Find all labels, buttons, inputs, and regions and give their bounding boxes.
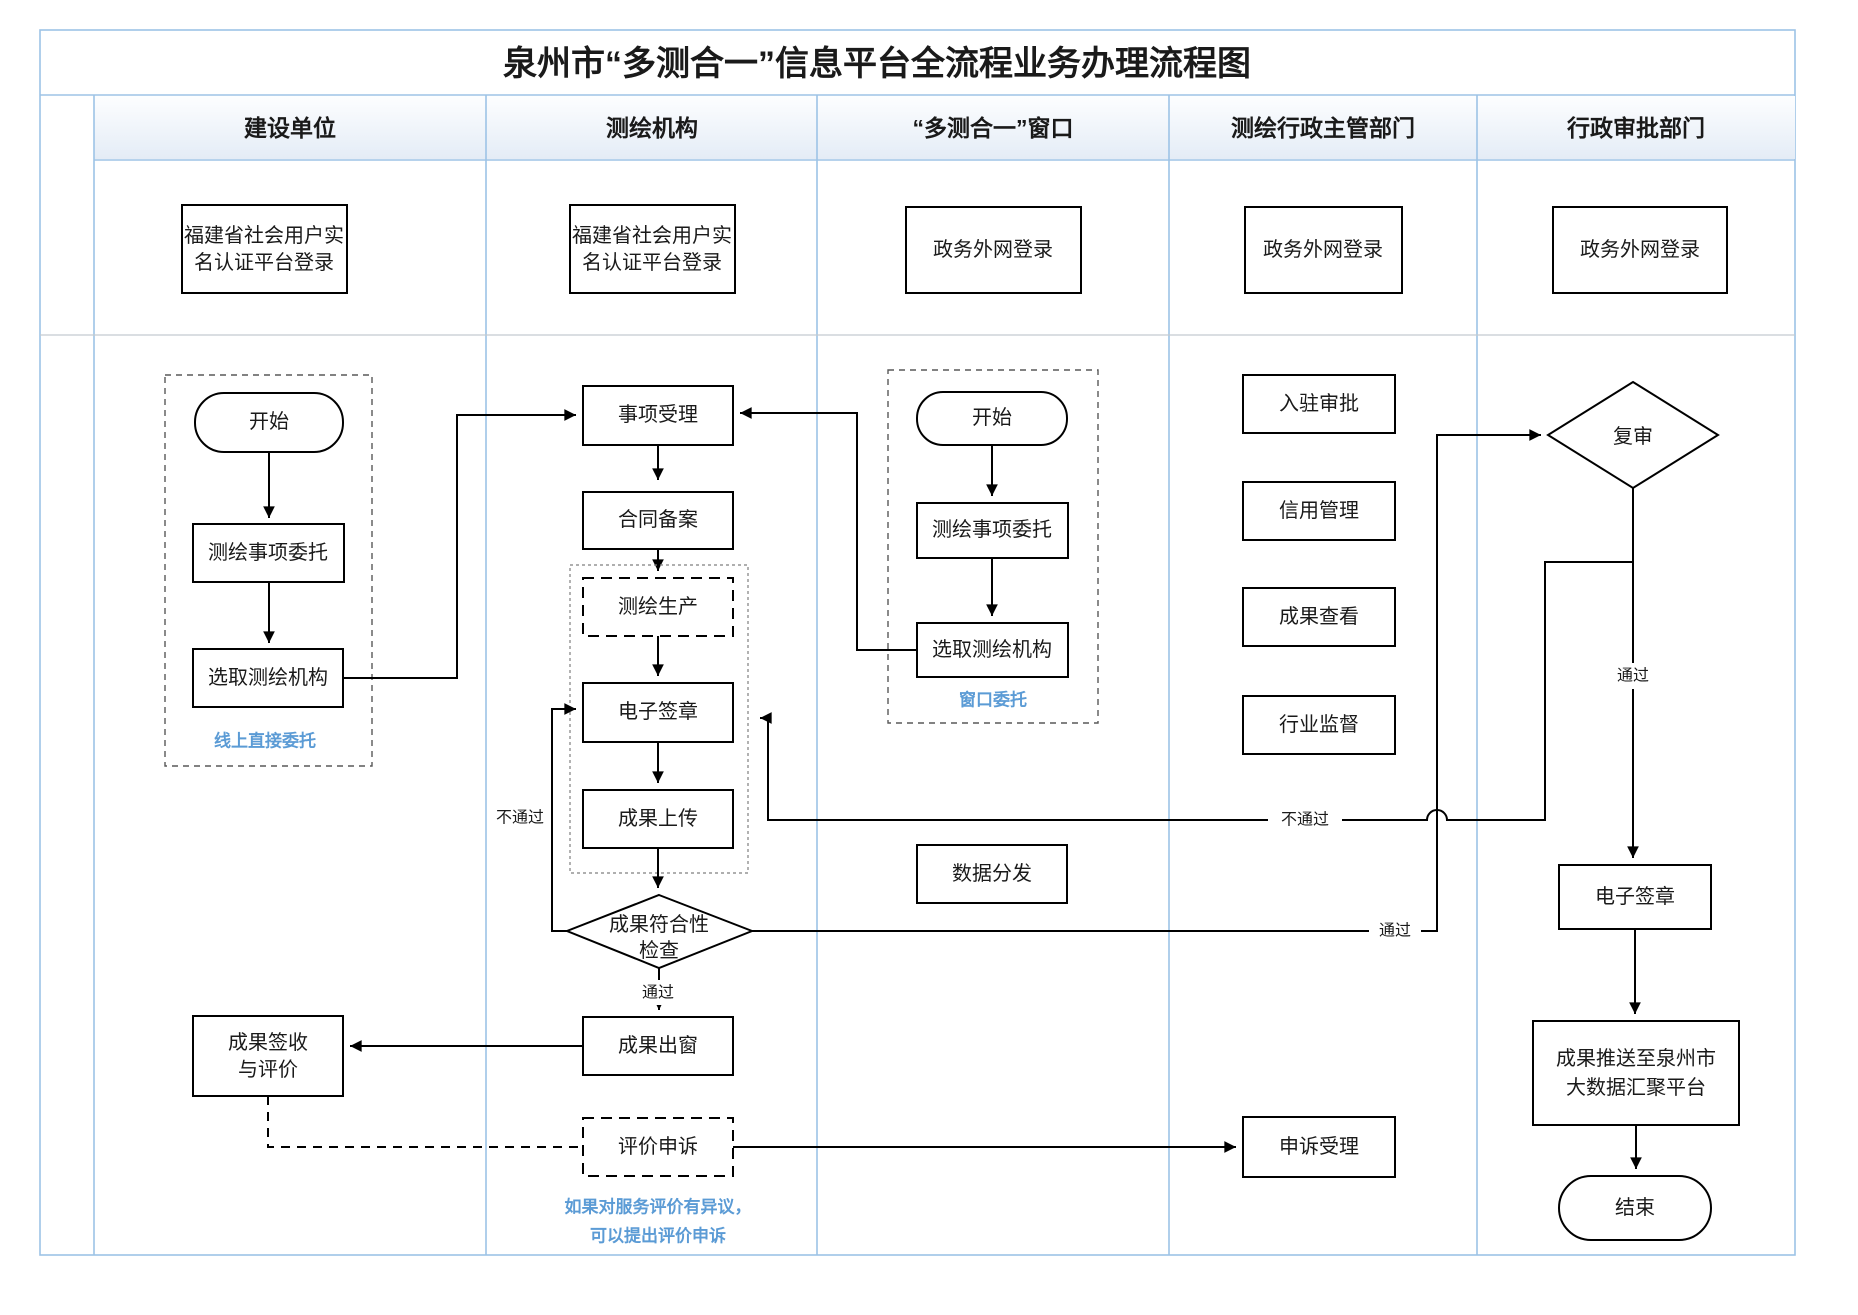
node-result-out: 成果出窗 (582, 1016, 734, 1076)
node-choose-agency-lane1: 选取测绘机构 (192, 648, 344, 708)
node-label: 政务外网登录 (1580, 238, 1700, 261)
node-label: 电子签章 (1595, 885, 1675, 908)
edge-review-fail-to-esign-agency (760, 561, 1633, 821)
node-login-gov-lane4: 政务外网登录 (1244, 206, 1403, 294)
annotation-appeal-note-line2: 可以提出评价申诉 (590, 1226, 726, 1246)
node-result-view: 成果查看 (1242, 587, 1396, 647)
lane-header-surveying-agency: 测绘机构 (606, 115, 698, 141)
node-label: 成果查看 (1279, 605, 1359, 628)
node-contract: 合同备案 (582, 491, 734, 550)
node-label: 行业监督 (1279, 713, 1359, 736)
node-label: 选取测绘机构 (932, 638, 1052, 661)
node-supervision: 行业监督 (1242, 695, 1396, 755)
window-delegate-group-border (887, 369, 1099, 724)
node-label: 申诉受理 (1279, 1135, 1359, 1158)
node-label: 成果签收 (228, 1031, 308, 1054)
node-label: 福建省社会用户实 (572, 224, 732, 247)
node-label: 测绘事项委托 (932, 518, 1052, 541)
label-bg (1268, 807, 1342, 833)
node-start-lane3: 开始 (916, 391, 1068, 446)
node-label: 电子签章 (618, 700, 698, 723)
node-start-lane1: 开始 (194, 392, 344, 453)
lane-header-survey-admin-dept: 测绘行政主管部门 (1231, 115, 1415, 141)
node-credit: 信用管理 (1242, 481, 1396, 541)
annotation-window-delegate: 窗口委托 (959, 690, 1027, 710)
node-label: 合同备案 (618, 508, 698, 531)
node-label: 事项受理 (618, 403, 698, 426)
node-login-gov-lane3: 政务外网登录 (905, 206, 1082, 294)
node-survey-delegate-lane3: 测绘事项委托 (916, 502, 1069, 559)
edge-choose-lane3-to-accept (740, 407, 917, 651)
label-bg (1608, 663, 1658, 689)
node-label: 大数据汇聚平台 (1566, 1076, 1706, 1099)
edge-check-fail-to-esign (551, 703, 576, 932)
node-review-decision: 复审 (1546, 380, 1720, 490)
lane-header-admin-approval-dept: 行政审批部门 (1566, 115, 1705, 141)
page-title: 泉州市“多测合一”信息平台全流程业务办理流程图 (503, 44, 1251, 83)
node-choose-agency-lane3: 选取测绘机构 (916, 622, 1069, 678)
node-production: 测绘生产 (582, 577, 734, 637)
node-data-dist: 数据分发 (916, 844, 1068, 904)
node-label: 开始 (972, 406, 1012, 429)
edge-label-pass-check: 通过 (642, 984, 674, 1002)
online-delegate-group-border (164, 374, 373, 767)
edge-choose-lane1-to-accept (343, 409, 576, 679)
edge-receipt-to-appeal-dashed (267, 1096, 580, 1148)
node-label: 成果推送至泉州市 (1556, 1047, 1716, 1070)
label-bg (634, 980, 682, 1005)
node-label: 入驻审批 (1279, 392, 1359, 415)
edge-check-pass-to-review (752, 429, 1541, 932)
lane-header-multi-survey-window: “多测合一”窗口 (913, 115, 1074, 141)
node-label: 政务外网登录 (933, 238, 1053, 261)
node-esign-approval: 电子签章 (1558, 864, 1712, 930)
node-end: 结束 (1558, 1175, 1712, 1241)
node-login-fujian-lane2: 福建省社会用户实 名认证平台登录 (569, 204, 736, 294)
node-entry-approval: 入驻审批 (1242, 374, 1396, 434)
node-label: 评价申诉 (618, 1135, 698, 1158)
annotation-online-delegate: 线上直接委托 (214, 731, 316, 751)
node-esign-agency: 电子签章 (582, 682, 734, 743)
node-label: 名认证平台登录 (194, 251, 334, 274)
node-label: 政务外网登录 (1263, 238, 1383, 261)
node-label: 结束 (1615, 1196, 1655, 1219)
node-appeal: 评价申诉 (582, 1117, 734, 1177)
node-label: 测绘生产 (618, 595, 698, 618)
node-check-decision: 成果符合性 检查 (564, 893, 755, 970)
node-label: 成果符合性 (609, 913, 709, 936)
node-upload: 成果上传 (582, 789, 734, 849)
production-group-border (569, 564, 749, 874)
annotation-appeal-note-line1: 如果对服务评价有异议， (565, 1197, 752, 1217)
edge-label-pass-review-down: 通过 (1617, 667, 1649, 685)
node-label: 与评价 (238, 1058, 298, 1081)
node-label: 开始 (249, 410, 289, 433)
node-login-gov-lane5: 政务外网登录 (1552, 206, 1728, 294)
label-bg (1369, 918, 1421, 944)
node-label: 成果上传 (618, 807, 698, 830)
node-appeal-accept: 申诉受理 (1242, 1116, 1396, 1178)
lane-header-construction-unit: 建设单位 (244, 115, 336, 141)
edge-label-pass-review: 通过 (1379, 922, 1411, 940)
node-label: 检查 (639, 939, 679, 962)
node-label: 选取测绘机构 (208, 666, 328, 689)
node-label: 成果出窗 (618, 1034, 698, 1057)
node-label: 福建省社会用户实 (184, 224, 344, 247)
edge-label-fail-review: 不通过 (1281, 811, 1329, 829)
node-receipt-evaluation: 成果签收 与评价 (192, 1015, 344, 1097)
edge-label-fail-check: 不通过 (496, 809, 544, 827)
node-label: 数据分发 (952, 862, 1032, 885)
node-accept: 事项受理 (582, 385, 734, 446)
node-label: 复审 (1613, 425, 1653, 448)
node-push-bigdata: 成果推送至泉州市 大数据汇聚平台 (1532, 1020, 1740, 1126)
node-label: 名认证平台登录 (582, 251, 722, 274)
lane-header-band (94, 96, 1795, 159)
chart-outer-border (39, 29, 1796, 1256)
node-label: 信用管理 (1279, 499, 1359, 522)
node-login-fujian-lane1: 福建省社会用户实 名认证平台登录 (181, 204, 348, 294)
node-label: 测绘事项委托 (208, 541, 328, 564)
node-survey-delegate-lane1: 测绘事项委托 (192, 523, 345, 583)
